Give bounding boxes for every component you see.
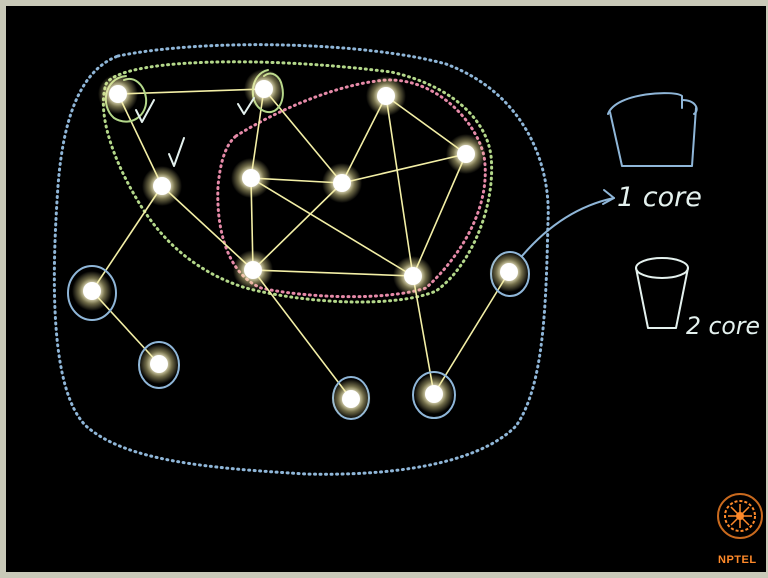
graph-node bbox=[489, 252, 529, 292]
check-mark-icon bbox=[238, 98, 254, 114]
bucket-2-core-icon bbox=[636, 258, 688, 328]
slide-canvas: 1 core 2 core NPTEL bbox=[6, 6, 766, 572]
graph-nodes bbox=[72, 69, 529, 419]
graph-node bbox=[366, 76, 406, 116]
graph-node bbox=[414, 374, 454, 414]
arrow-icon bbox=[522, 190, 614, 256]
one-core-label: 1 core bbox=[617, 182, 702, 213]
graph-node bbox=[446, 134, 486, 174]
graph-node bbox=[98, 74, 138, 114]
graph-node bbox=[231, 158, 271, 198]
graph-core-diagram: 1 core 2 core bbox=[6, 6, 766, 572]
edge bbox=[118, 89, 264, 94]
graph-node bbox=[331, 379, 371, 419]
edge bbox=[386, 96, 413, 276]
graph-node bbox=[393, 256, 433, 296]
two-core-label: 2 core bbox=[686, 312, 760, 340]
graph-node bbox=[139, 344, 179, 384]
graph-node bbox=[142, 166, 182, 206]
bucket-1-core-icon bbox=[608, 93, 697, 166]
check-marks bbox=[136, 98, 254, 166]
check-mark-icon bbox=[136, 100, 154, 122]
graph-node bbox=[233, 250, 273, 290]
graph-node bbox=[72, 271, 112, 311]
graph-node bbox=[322, 163, 362, 203]
edge bbox=[253, 270, 413, 276]
nptel-logo-text: NPTEL bbox=[718, 554, 757, 566]
check-mark-icon bbox=[169, 138, 184, 166]
node-circles bbox=[68, 252, 529, 419]
edge bbox=[253, 270, 351, 399]
